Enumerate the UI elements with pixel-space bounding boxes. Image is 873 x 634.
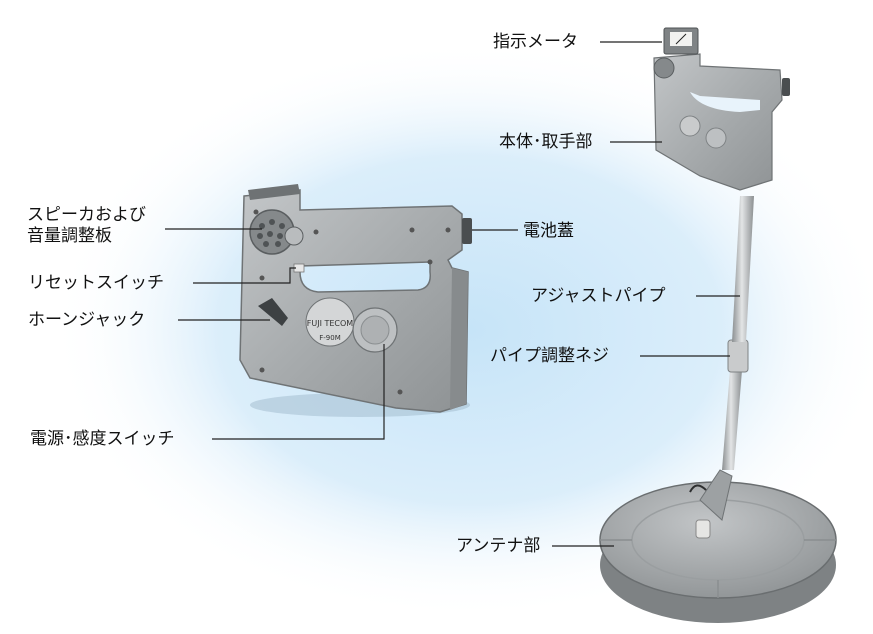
volume-knob	[284, 226, 304, 246]
label-indicator-meter: 指示メータ	[493, 32, 578, 52]
leader-reset-switch	[193, 267, 296, 284]
model-text: F-90M	[319, 334, 341, 342]
label-speaker-line2: 音量調整板	[27, 226, 112, 246]
label-power-switch: 電源･感度スイッチ	[30, 429, 175, 449]
label-reset-switch: リセットスイッチ	[28, 273, 164, 293]
label-pipe-screw: パイプ調整ネジ	[490, 346, 609, 366]
full-detector	[599, 27, 837, 623]
leader-lines	[165, 41, 740, 547]
label-adjust-pipe: アジャストパイプ	[531, 286, 666, 306]
adjust-pipe	[732, 196, 754, 342]
main-unit-closeup: FUJI TECOM F-90M	[239, 184, 472, 417]
leader-power-switch	[212, 344, 385, 440]
label-speaker-line1: スピーカおよび	[27, 205, 146, 225]
lower-pipe	[722, 370, 742, 470]
label-horn-jack: ホーンジャック	[28, 310, 146, 330]
brand-text: FUJI TECOM	[307, 319, 354, 328]
label-battery-cover: 電池蓋	[523, 221, 574, 241]
horn-jack	[258, 298, 288, 326]
antenna-knob	[695, 519, 711, 539]
label-body-handle: 本体･取手部	[499, 132, 593, 152]
pipe-adjust-collar	[727, 339, 749, 373]
label-antenna: アンテナ部	[456, 536, 541, 556]
mini-unit-body	[653, 53, 783, 191]
battery-cover-knob	[462, 218, 472, 244]
